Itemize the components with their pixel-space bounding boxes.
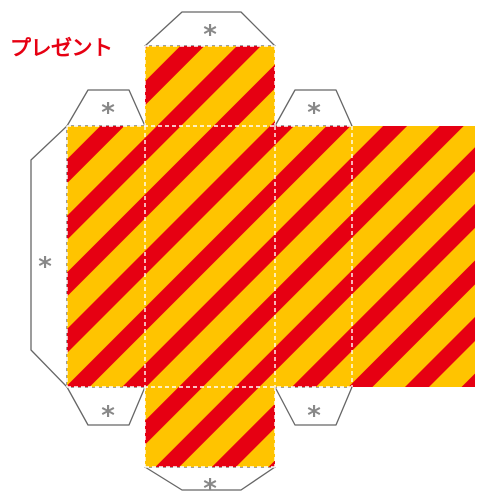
glue-tabs [30, 11, 353, 491]
page-title: プレゼント [10, 36, 113, 60]
panel-bottom-flap [145, 387, 275, 467]
glue-mark-right-top: * [307, 98, 321, 128]
glue-mark-left-top: * [101, 98, 115, 128]
glue-marks: * * * * * * * [38, 20, 321, 504]
panel-top-flap [145, 46, 275, 126]
striped-panels [67, 46, 475, 467]
glue-mark-bottom: * [203, 474, 217, 504]
glue-mark-side: * [38, 252, 52, 282]
panel-main [67, 126, 475, 387]
glue-mark-top: * [203, 20, 217, 50]
glue-mark-right-bottom: * [307, 401, 321, 431]
glue-mark-left-bottom: * [101, 401, 115, 431]
fold-lines [66, 45, 353, 468]
